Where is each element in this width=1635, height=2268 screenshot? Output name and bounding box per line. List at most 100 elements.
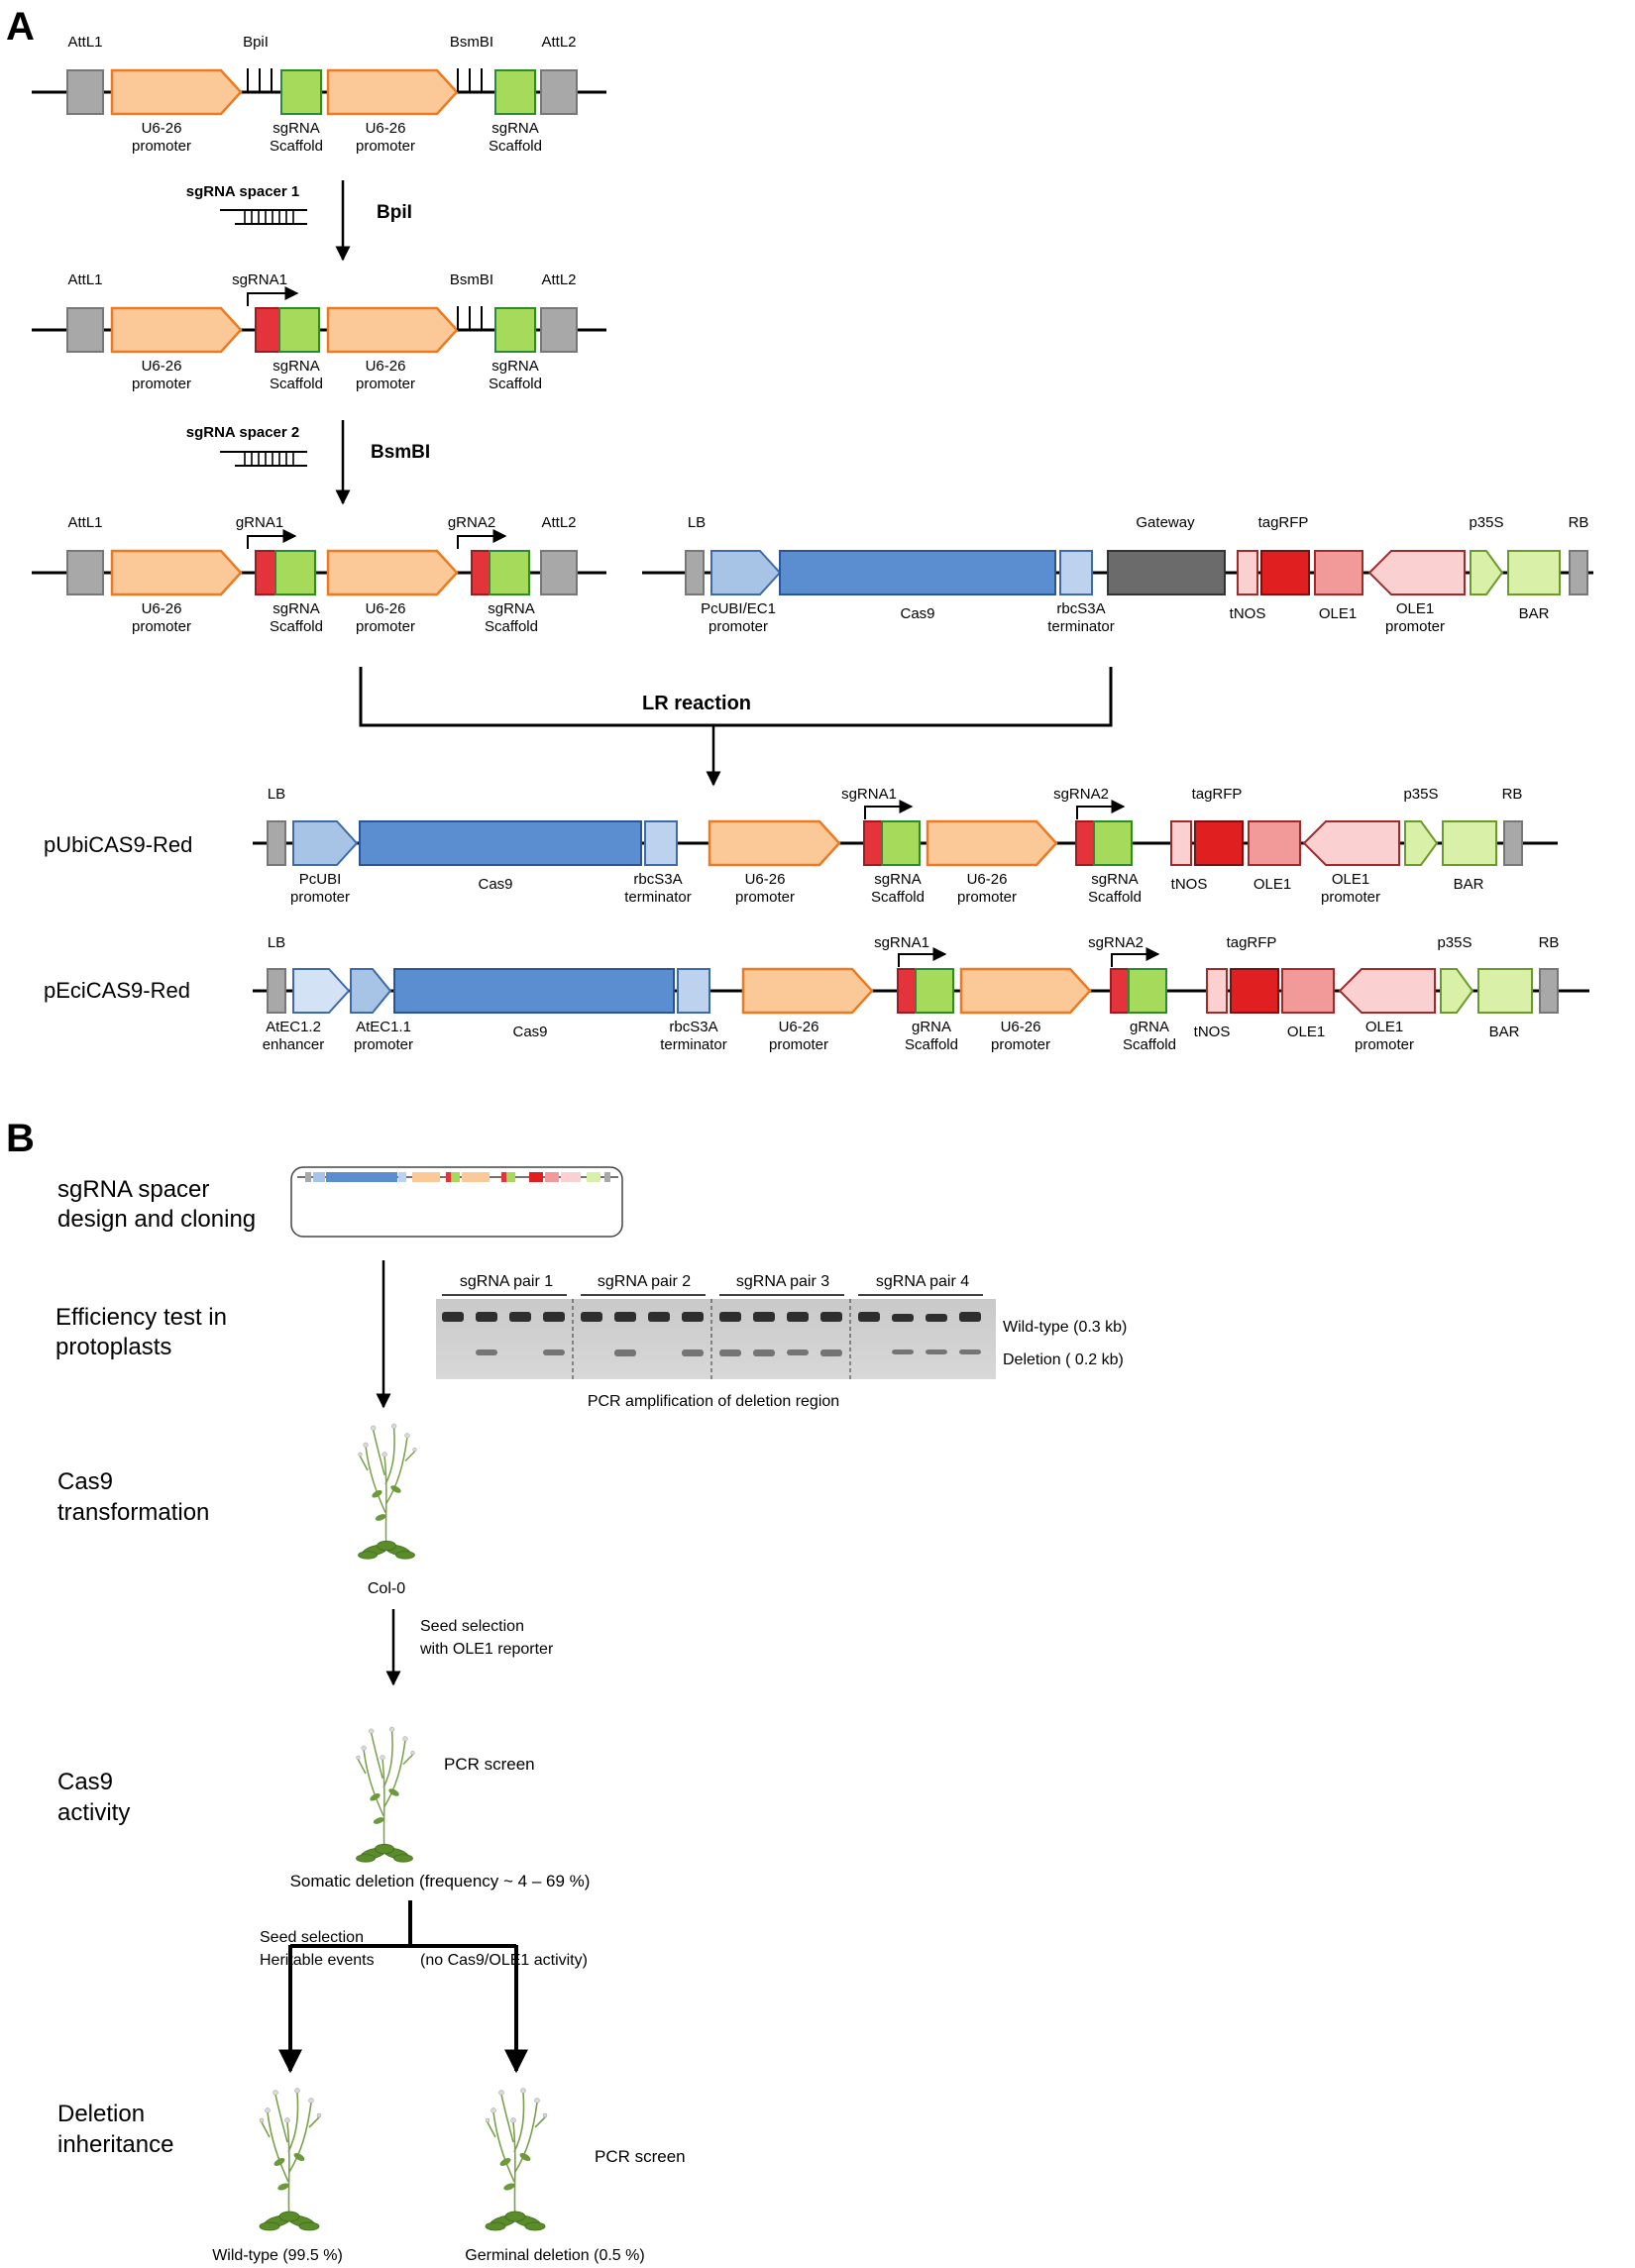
label-bpil: BpiI <box>243 34 269 51</box>
seed-selection-line2: with OLE1 reporter <box>419 1641 554 1658</box>
label-row2-attl2: AttL2 <box>541 271 576 288</box>
label-row3-scaf-2b: Scaffold <box>485 618 538 635</box>
pcr-screen-1: PCR screen <box>444 1755 535 1774</box>
row2-construct <box>32 286 606 354</box>
lr-reaction-label: LR reaction <box>642 693 751 714</box>
label-pubi-tnos: tNOS <box>1171 876 1208 893</box>
label-row3-attl1: AttL1 <box>67 514 102 531</box>
peci-construct <box>253 947 1589 1015</box>
label-peci-tagrfp: tagRFP <box>1227 934 1277 951</box>
plant-germinal-deletion <box>485 2087 548 2231</box>
gel-pair-4-label: sgRNA pair 4 <box>876 1273 969 1290</box>
enzyme2-label: BsmBI <box>371 442 430 463</box>
label-row3-scaf-2a: sgRNA <box>488 600 535 617</box>
gel-pair-2-label: sgRNA pair 2 <box>598 1273 691 1290</box>
plasmid-thumbnail <box>290 1166 623 1238</box>
label-pubi-p35s: p35S <box>1403 786 1438 803</box>
step1-line2: design and cloning <box>57 1206 256 1233</box>
label-peci-scaf2-a: gRNA <box>1130 1019 1169 1035</box>
label-u6-1b: promoter <box>132 138 191 155</box>
row1-construct <box>32 68 606 116</box>
label-pubi-scaf2-a: sgRNA <box>1091 871 1139 888</box>
label-row2-u6-1a: U6-26 <box>142 358 182 375</box>
label-pubi-ole1p-b: promoter <box>1321 889 1380 906</box>
label-peci-sgrna2: sgRNA2 <box>1088 934 1144 951</box>
peci-name: pEciCAS9-Red <box>44 978 190 1003</box>
label-peci-bar: BAR <box>1489 1024 1520 1040</box>
label-pubi-scaf2-b: Scaffold <box>1088 889 1142 906</box>
label-pubi-u61-a: U6-26 <box>745 871 786 888</box>
label-scaf-1a: sgRNA <box>272 120 320 137</box>
label-dest-p35s: p35S <box>1469 514 1503 531</box>
label-dest-rbcs-b: terminator <box>1047 618 1115 635</box>
gel-caption: PCR amplification of deletion region <box>588 1393 839 1410</box>
pubi-name: pUbiCAS9-Red <box>44 832 192 857</box>
label-u6-2b: promoter <box>356 138 415 155</box>
label-pubi-pcubi-a: PcUBI <box>299 871 342 888</box>
label-row3-u6-1b: promoter <box>132 618 191 635</box>
scaffold-2 <box>494 69 536 115</box>
col0-label: Col-0 <box>368 1580 405 1597</box>
panel-letter-b: B <box>6 1117 35 1160</box>
label-peci-u62-a: U6-26 <box>1001 1019 1041 1035</box>
germinal-deletion-label: Germinal deletion (0.5 %) <box>465 2247 644 2264</box>
label-dest-tagrfp: tagRFP <box>1258 514 1309 531</box>
label-dest-tnos: tNOS <box>1230 605 1266 622</box>
step2: sgRNA spacer 2 BsmBI <box>186 420 430 505</box>
destination-vector <box>642 550 1593 595</box>
label-row3-u6-2b: promoter <box>356 618 415 635</box>
label-pubi-lb: LB <box>268 786 285 803</box>
label-dest-ole1: OLE1 <box>1319 605 1357 622</box>
label-peci-scaf1-a: gRNA <box>912 1019 951 1035</box>
label-row2-attl1: AttL1 <box>67 271 102 288</box>
somatic-deletion-label: Somatic deletion (frequency ~ 4 – 69 %) <box>290 1872 591 1890</box>
label-attl1: AttL1 <box>67 34 102 51</box>
u6-promoter-1 <box>110 68 243 116</box>
spacer2-label: sgRNA spacer 2 <box>186 424 300 441</box>
label-dest-rbcs-a: rbcS3A <box>1056 600 1105 617</box>
label-peci-ole1: OLE1 <box>1287 1024 1325 1040</box>
label-bsmbi: BsmBI <box>450 34 493 51</box>
step1-line1: sgRNA spacer <box>57 1176 209 1203</box>
label-row2-u6-2a: U6-26 <box>366 358 406 375</box>
label-scaf-1b: Scaffold <box>270 138 323 155</box>
label-peci-enh-a: AtEC1.2 <box>266 1019 321 1035</box>
label-peci-rbcs-b: terminator <box>660 1036 727 1053</box>
label-peci-sgrna1: sgRNA1 <box>874 934 929 951</box>
gel-pair-1-label: sgRNA pair 1 <box>460 1273 553 1290</box>
label-peci-enh-b: enhancer <box>263 1036 325 1053</box>
label-row2-scaf-1a: sgRNA <box>272 358 320 375</box>
label-dest-pcubi-b: promoter <box>708 618 768 635</box>
step4-line2: activity <box>57 1799 130 1826</box>
scaffold-1 <box>280 69 322 115</box>
label-row2-bsmbi: BsmBI <box>450 271 493 288</box>
seed-selection-line1: Seed selection <box>420 1618 524 1635</box>
step2-line2: protoplasts <box>55 1334 171 1360</box>
plant-wildtype <box>259 2087 322 2231</box>
label-row2-sgrna1: sgRNA1 <box>232 271 287 288</box>
label-peci-tnos: tNOS <box>1194 1024 1231 1040</box>
label-row2-u6-1b: promoter <box>132 376 191 392</box>
label-peci-rbcs-a: rbcS3A <box>669 1019 717 1035</box>
row3-entry-clone <box>32 529 606 596</box>
label-peci-rb: RB <box>1539 934 1560 951</box>
label-row3-grna2: gRNA2 <box>448 514 495 531</box>
label-u6-2a: U6-26 <box>366 120 406 137</box>
u6-promoter-2 <box>326 68 459 116</box>
label-row2-scaf-2b: Scaffold <box>489 376 542 392</box>
label-u6-1a: U6-26 <box>142 120 182 137</box>
wildtype-label: Wild-type (99.5 %) <box>212 2247 343 2264</box>
step3-line2: transformation <box>57 1499 209 1526</box>
label-pubi-bar: BAR <box>1454 876 1484 893</box>
label-row2-scaf-2a: sgRNA <box>491 358 539 375</box>
label-peci-prom-a: AtEC1.1 <box>356 1019 411 1035</box>
pcr-screen-2: PCR screen <box>595 2147 686 2166</box>
label-row3-grna1: gRNA1 <box>236 514 283 531</box>
label-dest-ole1p-b: promoter <box>1385 618 1445 635</box>
gel-deletion-band-label: Deletion ( 0.2 kb) <box>1003 1351 1124 1368</box>
gel-pair-3-label: sgRNA pair 3 <box>736 1273 829 1290</box>
label-row3-u6-1a: U6-26 <box>142 600 182 617</box>
label-pubi-u61-b: promoter <box>735 889 795 906</box>
label-dest-ole1p-a: OLE1 <box>1396 600 1434 617</box>
